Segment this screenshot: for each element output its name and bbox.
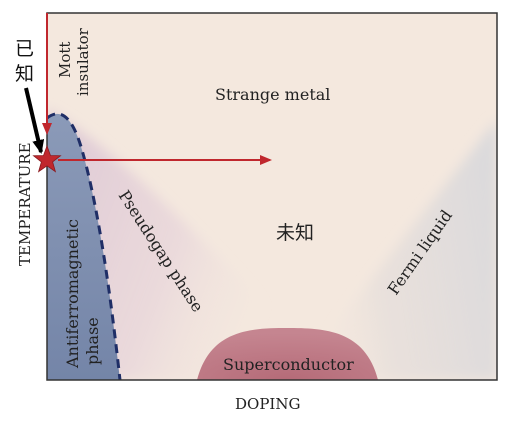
star-icon [32,144,62,173]
antiferromagnetic-boundary [46,112,122,381]
mott-label-line2: insulator [74,27,92,96]
mott-label-line1: Mott [56,42,74,78]
superconductor-label: Superconductor [223,355,354,374]
y-axis-label: TEMPERATURE [16,142,34,266]
fermi-liquid-region [300,120,497,380]
x-axis-label: DOPING [235,395,300,413]
af-label-line1: Antiferromagnetic [63,219,82,369]
plot-frame [46,12,498,381]
strange-metal-label: Strange metal [215,85,330,104]
known-annotation-line2: 知 [15,63,34,85]
superconductor-dome [197,328,378,380]
unknown-label: 未知 [276,222,314,244]
known-pointer-arrow [24,87,45,154]
af-label-line2: phase [83,317,102,365]
known-annotation-line1: 已 [15,38,34,60]
antiferromagnetic-region [47,113,120,380]
